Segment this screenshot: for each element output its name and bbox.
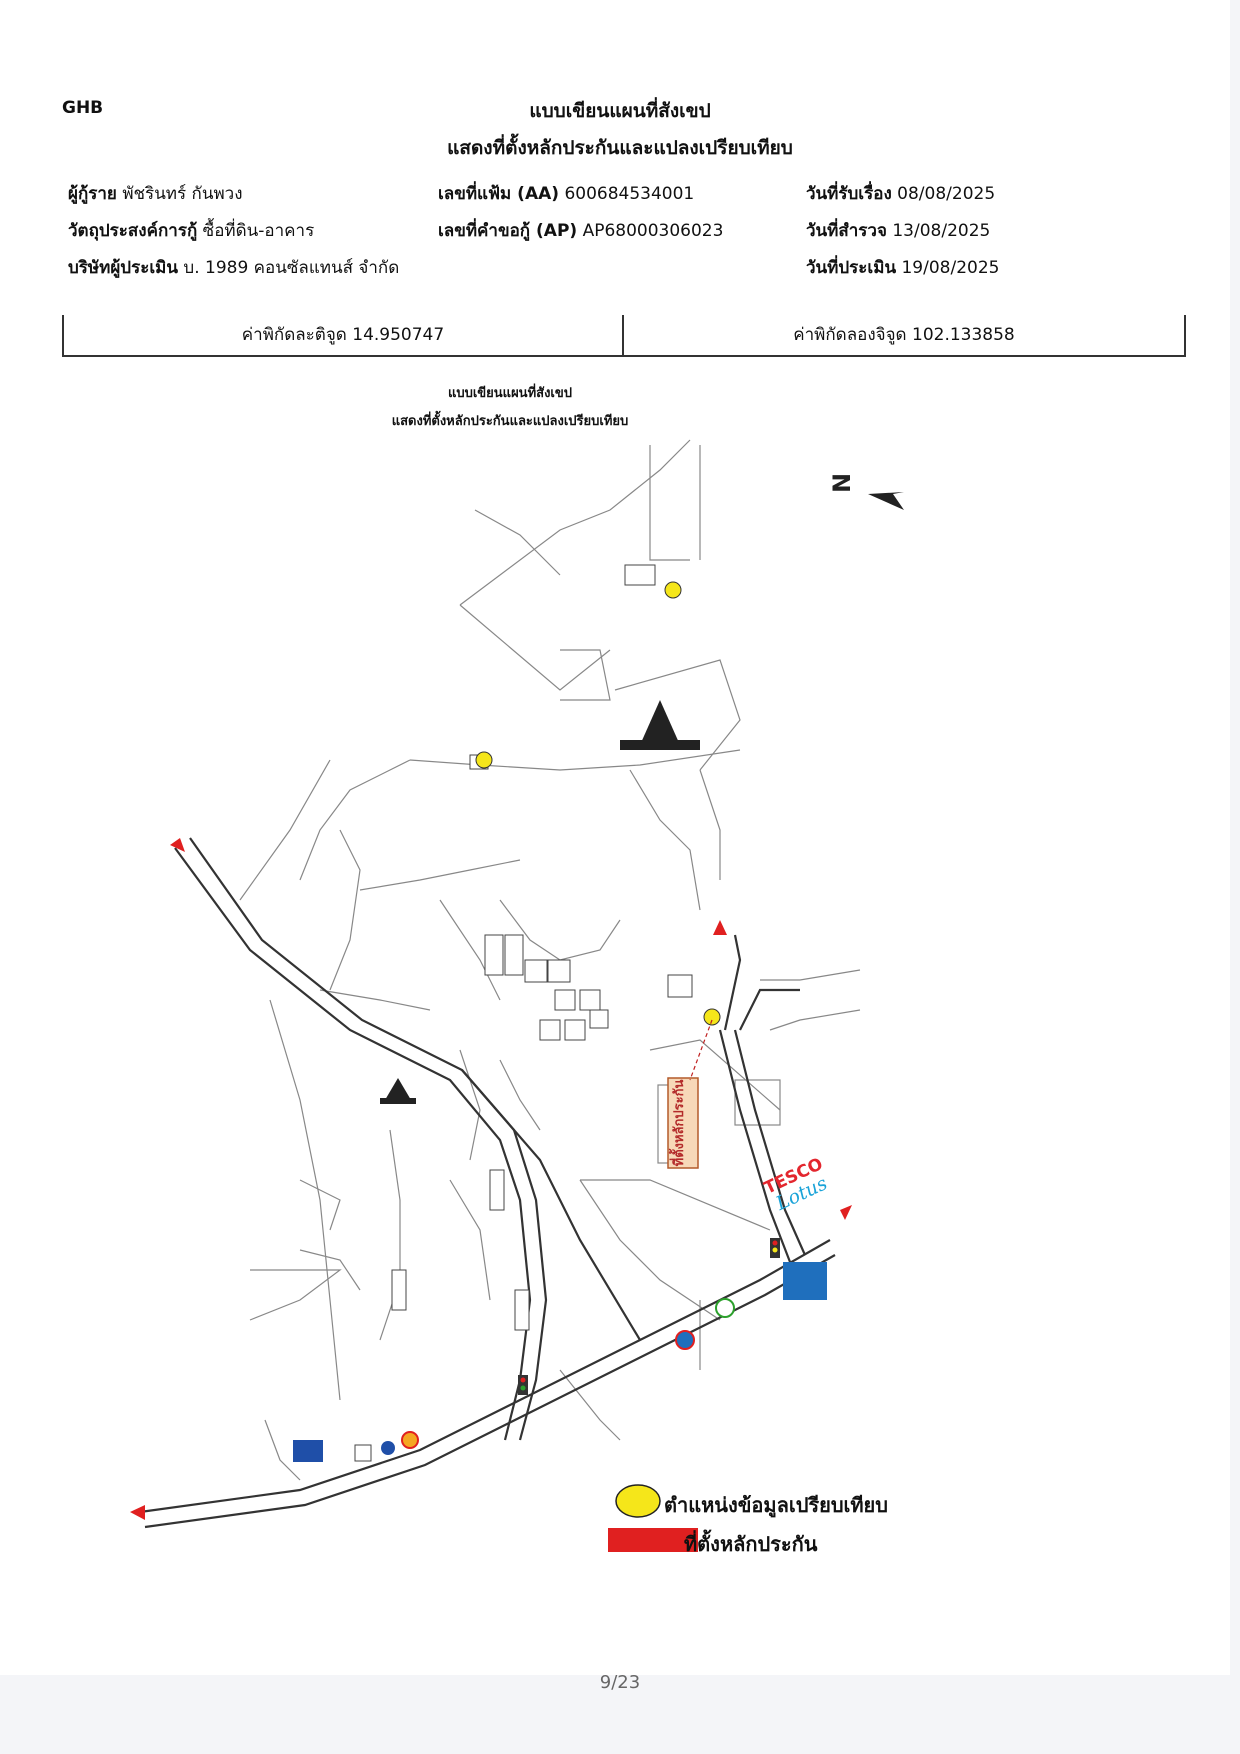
comparison-marker-2 xyxy=(475,751,493,769)
appraiser-value: บ. 1989 คอนซัลแทนส์ จำกัด xyxy=(183,258,400,278)
arrow-icon-1 xyxy=(170,838,185,852)
tesco-lotus-logo: TESCO Lotus xyxy=(761,1154,831,1215)
document-subtitle: แสดงที่ตั้งหลักประกันและแปลงเปรียบเทียบ xyxy=(447,137,793,159)
borrower-row: ผู้กู้ราย พัชรินทร์ กันพวง xyxy=(68,180,243,207)
legend-yellow-marker-icon xyxy=(615,1484,661,1518)
collateral-box-label: ที่ตั้งหลักประกัน xyxy=(668,1080,687,1167)
file-no-row: เลขที่แฟ้ม (AA) 600684534001 xyxy=(438,180,694,207)
survey-date-label: วันที่สำรวจ xyxy=(806,221,887,241)
purpose-label: วัตถุประสงค์การกู้ xyxy=(68,221,198,241)
map-title: แบบเขียนแผนที่สังเขป xyxy=(447,386,573,401)
arrow-icon-2 xyxy=(713,920,727,935)
longitude-text: ค่าพิกัดลองจิจูด 102.133858 xyxy=(793,325,1015,345)
borrower-value: พัชรินทร์ กันพวง xyxy=(122,184,243,204)
gas-station-icon xyxy=(675,1330,695,1350)
legend-collateral-label: ที่ตั้งหลักประกัน xyxy=(684,1532,818,1556)
purpose-row: วัตถุประสงค์การกู้ ซื้อที่ดิน-อาคาร xyxy=(68,217,314,244)
document-page: GHB แบบเขียนแผนที่สังเขป แสดงที่ตั้งหลัก… xyxy=(0,0,1230,1675)
ghb-logo-text: GHB xyxy=(62,98,104,118)
received-date-row: วันที่รับเรื่อง 08/08/2025 xyxy=(806,180,995,207)
building-blocks xyxy=(354,564,693,1462)
temple-icon-2 xyxy=(380,1078,416,1104)
bank-sign-icon xyxy=(783,1262,827,1300)
direction-arrows xyxy=(130,838,852,1520)
document-title: แบบเขียนแผนที่สังเขป xyxy=(529,100,711,122)
latitude-text: ค่าพิกัดละติจูด 14.950747 xyxy=(241,325,445,345)
file-no-label: เลขที่แฟ้ม (AA) xyxy=(438,184,560,204)
appraisal-date-label: วันที่ประเมิน xyxy=(806,258,897,278)
esso-icon xyxy=(381,1441,395,1455)
page-number: 9/23 xyxy=(599,1672,641,1693)
borrower-label: ผู้กู้ราย xyxy=(68,184,117,204)
appraisal-date-row: วันที่ประเมิน 19/08/2025 xyxy=(806,254,999,281)
legend-comparison-label: ตำแหน่งข้อมูลเปรียบเทียบ xyxy=(664,1493,888,1517)
coordinate-box: ค่าพิกัดละติจูด 14.950747 ค่าพิกัดลองจิจ… xyxy=(62,315,1186,357)
appraiser-row: บริษัทผู้ประเมิน บ. 1989 คอนซัลแทนส์ จำก… xyxy=(68,254,399,281)
comparison-markers xyxy=(475,581,721,1026)
file-no-value: 600684534001 xyxy=(564,184,695,204)
survey-date-row: วันที่สำรวจ 13/08/2025 xyxy=(806,217,990,244)
comparison-marker-3 xyxy=(703,1008,721,1026)
traffic-light-icon-2 xyxy=(518,1375,528,1395)
appraisal-date-value: 19/08/2025 xyxy=(901,258,1000,278)
building-blue-icon xyxy=(293,1440,323,1462)
traffic-light-icon xyxy=(770,1238,780,1258)
temple-icon xyxy=(620,700,700,750)
received-date-value: 08/08/2025 xyxy=(897,184,996,204)
pt-station-icon xyxy=(715,1298,735,1318)
main-roads xyxy=(139,837,836,1529)
request-no-row: เลขที่คำขอกู้ (AP) AP68000306023 xyxy=(438,217,723,244)
arrow-icon-4 xyxy=(130,1505,145,1520)
request-no-value: AP68000306023 xyxy=(582,221,724,241)
legend-red-marker-icon xyxy=(608,1528,698,1552)
coordinate-divider xyxy=(622,315,624,355)
map-subtitle: แสดงที่ตั้งหลักประกันและแปลงเปรียบเทียบ xyxy=(391,414,629,429)
north-label: N xyxy=(828,473,856,493)
appraiser-label: บริษัทผู้ประเมิน xyxy=(68,258,178,278)
north-arrow-icon: N xyxy=(828,473,904,510)
survey-date-value: 13/08/2025 xyxy=(892,221,991,241)
sketch-map: N xyxy=(130,439,904,1529)
received-date-label: วันที่รับเรื่อง xyxy=(806,184,892,204)
purpose-value: ซื้อที่ดิน-อาคาร xyxy=(202,221,315,241)
collateral-location-box: ที่ตั้งหลักประกัน xyxy=(667,1019,713,1169)
shell-station-icon xyxy=(401,1431,419,1449)
request-no-label: เลขที่คำขอกู้ (AP) xyxy=(438,221,578,241)
arrow-icon-3 xyxy=(840,1205,852,1220)
comparison-marker-1 xyxy=(664,581,682,599)
